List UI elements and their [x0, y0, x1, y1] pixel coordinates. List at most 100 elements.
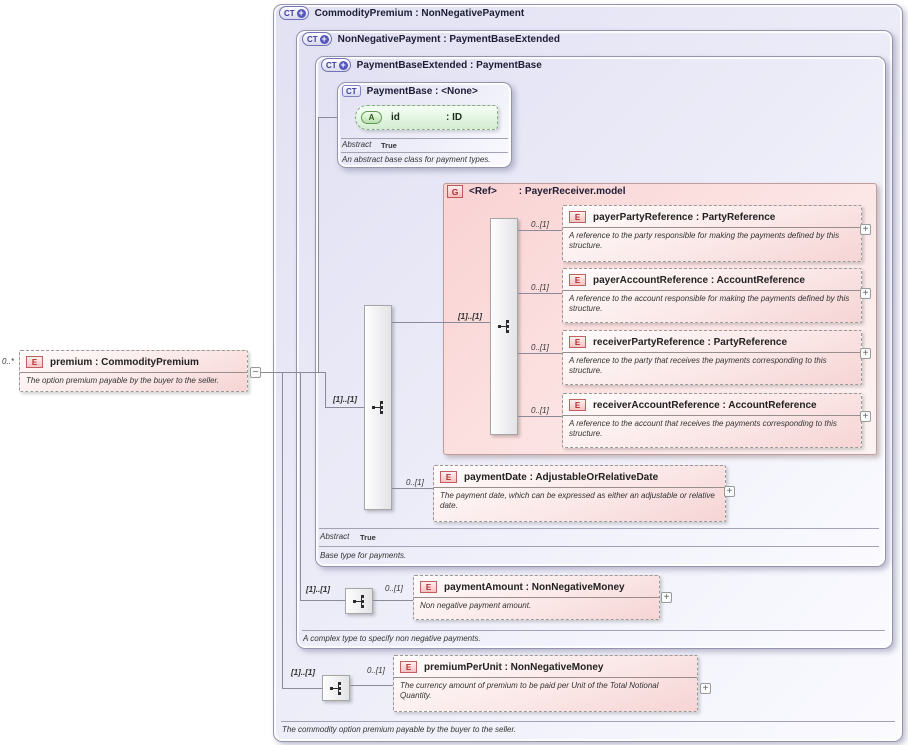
box-title: CommodityPremium : NonNegativePayment — [314, 7, 525, 19]
cardinality-label: 0..[1] — [531, 406, 549, 415]
abstract-label: Abstract — [342, 140, 372, 149]
element-payment-date[interactable]: E paymentDate : AdjustableOrRelativeDate… — [433, 465, 726, 522]
group-name: <Ref> — [469, 186, 497, 197]
element-header: E premium : CommodityPremium — [20, 351, 247, 373]
cardinality-label: [1]..[1] — [458, 312, 482, 321]
element-premium[interactable]: E premium : CommodityPremium The option … — [19, 350, 248, 392]
divider — [319, 528, 879, 529]
connector-line — [518, 353, 562, 354]
element-receiver-account-reference[interactable]: E receiverAccountReference : AccountRefe… — [562, 393, 862, 448]
cardinality-label: 0..[1] — [367, 666, 385, 675]
expand-button[interactable]: + — [724, 486, 735, 497]
element-badge: E — [26, 356, 43, 368]
sequence-compositor — [490, 218, 518, 435]
element-label: receiverPartyReference : PartyReference — [593, 336, 788, 348]
header-payment-base: CT PaymentBase : <None> — [342, 85, 478, 97]
element-label: payerAccountReference : AccountReference — [593, 274, 805, 286]
collapse-toggle-icon[interactable]: + — [319, 33, 329, 44]
connector-line — [373, 600, 413, 601]
complextype-badge: CT+ — [279, 6, 309, 20]
box-annotation: The commodity option premium payable by … — [282, 725, 517, 734]
connector-line — [261, 372, 325, 373]
element-badge: E — [400, 661, 417, 673]
box-title: NonNegativePayment : PaymentBaseExtended — [337, 33, 560, 45]
element-annotation: A reference to the account responsible f… — [569, 294, 850, 314]
sequence-compositor — [345, 588, 373, 614]
box-annotation: Base type for payments. — [320, 551, 407, 560]
connector-line — [325, 372, 326, 407]
sequence-icon — [329, 681, 341, 695]
cardinality-label: 0..[1] — [531, 343, 549, 352]
sequence-icon — [371, 401, 383, 414]
element-header: E payerPartyReference : PartyReference — [563, 206, 861, 228]
connector-line — [318, 117, 319, 372]
connector-line — [518, 416, 562, 417]
attribute-id[interactable]: A id : ID — [355, 105, 498, 130]
collapse-toggle-icon[interactable]: + — [296, 7, 306, 18]
element-payer-party-reference[interactable]: E payerPartyReference : PartyReference A… — [562, 205, 862, 262]
cardinality-label: [1]..[1] — [306, 585, 330, 594]
group-header: G <Ref> : PayerReceiver.model — [447, 185, 626, 198]
expand-button[interactable]: + — [860, 224, 871, 235]
element-header: E receiverPartyReference : PartyReferenc… — [563, 331, 861, 353]
abstract-value: True — [360, 533, 376, 542]
element-annotation: The option premium payable by the buyer … — [26, 376, 220, 385]
group-type: : PayerReceiver.model — [518, 186, 626, 197]
collapse-button[interactable]: − — [250, 367, 261, 378]
box-annotation: An abstract base class for payment types… — [342, 155, 491, 164]
expand-button[interactable]: + — [860, 288, 871, 299]
complextype-badge: CT — [342, 85, 361, 97]
connector-line — [300, 372, 301, 600]
connector-line — [392, 322, 490, 323]
element-receiver-party-reference[interactable]: E receiverPartyReference : PartyReferenc… — [562, 330, 862, 385]
sequence-icon — [497, 320, 509, 333]
attribute-badge: A — [361, 111, 382, 124]
divider — [341, 152, 508, 153]
sequence-compositor — [364, 305, 392, 510]
abstract-value: True — [381, 141, 397, 150]
cardinality-label: [1]..[1] — [291, 668, 315, 677]
element-badge: E — [569, 274, 586, 286]
element-premium-per-unit[interactable]: E premiumPerUnit : NonNegativeMoney The … — [393, 655, 698, 712]
element-badge: E — [440, 471, 457, 483]
element-payment-amount[interactable]: E paymentAmount : NonNegativeMoney Non n… — [413, 575, 660, 620]
element-annotation: The payment date, which can be expressed… — [440, 491, 715, 511]
expand-button[interactable]: + — [661, 592, 672, 603]
element-label: premiumPerUnit : NonNegativeMoney — [424, 661, 604, 673]
element-badge: E — [420, 581, 437, 593]
element-label: receiverAccountReference : AccountRefere… — [593, 399, 817, 411]
complextype-badge: CT+ — [302, 32, 332, 46]
divider — [281, 721, 895, 722]
connector-line — [282, 688, 322, 689]
expand-button[interactable]: + — [860, 411, 871, 422]
connector-line — [392, 488, 433, 489]
sequence-icon — [352, 594, 364, 608]
cardinality-label: 0..[1] — [531, 283, 549, 292]
connector-line — [282, 372, 283, 688]
box-annotation: A complex type to specify non negative p… — [303, 634, 481, 643]
connector-line — [300, 600, 345, 601]
header-payment-base-extended: CT+ PaymentBaseExtended : PaymentBase — [321, 58, 542, 72]
element-header: E paymentAmount : NonNegativeMoney — [414, 576, 659, 598]
cardinality-label: 0..[1] — [406, 478, 424, 487]
element-annotation: Non negative payment amount. — [420, 601, 532, 610]
connector-line — [318, 117, 337, 118]
box-title: PaymentBase : <None> — [366, 85, 478, 97]
element-header: E payerAccountReference : AccountReferen… — [563, 269, 861, 291]
element-annotation: A reference to the account that receives… — [569, 419, 837, 439]
collapse-toggle-icon[interactable]: + — [338, 59, 348, 70]
divider — [302, 630, 885, 631]
element-header: E paymentDate : AdjustableOrRelativeDate — [434, 466, 725, 488]
element-badge: E — [569, 211, 586, 223]
cardinality-label: 0..[1] — [385, 584, 403, 593]
group-badge: G — [447, 185, 463, 198]
expand-button[interactable]: + — [860, 348, 871, 359]
expand-button[interactable]: + — [700, 683, 711, 694]
attribute-name: id — [391, 112, 400, 123]
cardinality-label: 0..[1] — [531, 220, 549, 229]
divider — [341, 138, 508, 139]
connector-line — [350, 685, 393, 686]
element-payer-account-reference[interactable]: E payerAccountReference : AccountReferen… — [562, 268, 862, 323]
complextype-badge: CT+ — [321, 58, 351, 72]
